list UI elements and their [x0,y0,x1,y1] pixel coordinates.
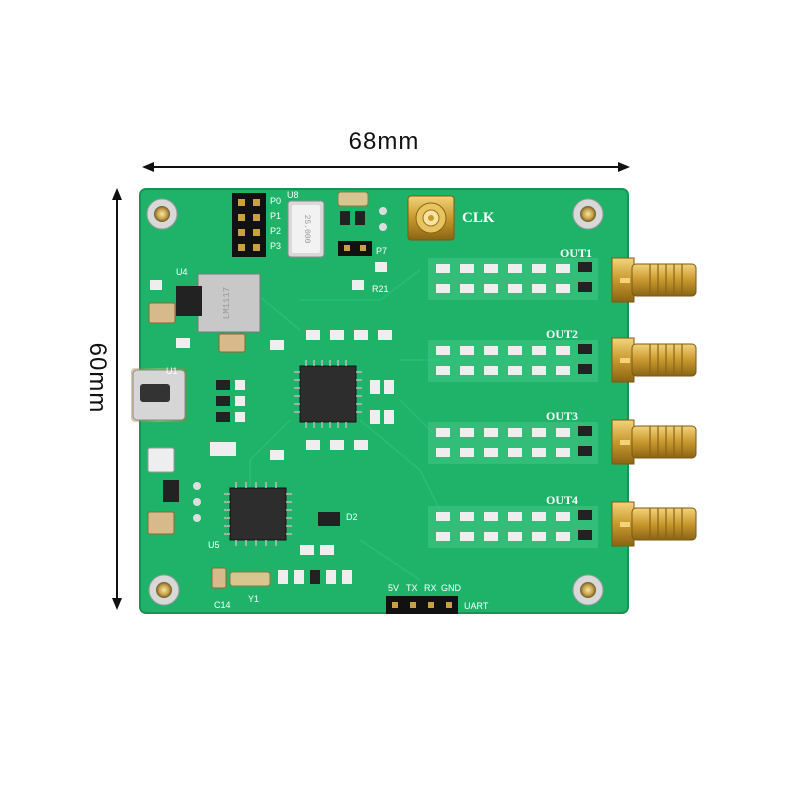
sma-connector-out4 [611,501,697,547]
r21-label: R21 [372,284,389,294]
mounting-hole [572,574,604,606]
center-ic [294,360,362,428]
out4-label: OUT4 [546,493,578,507]
d2-label: D2 [346,512,358,522]
oscillator-u8: U8 25.000 [287,190,325,258]
mounting-hole [572,198,604,230]
jumper-p7: P7 [338,241,387,256]
pin-header-2x4: P0 P1 P2 P3 [232,193,281,257]
clk-sma-connector: CLK [407,195,495,241]
header-label: P2 [270,226,281,236]
p7-label: P7 [376,246,387,256]
width-label: 68mm [349,128,420,155]
clk-label: CLK [462,210,495,226]
sma-connector-out3 [611,419,697,465]
u5-label: U5 [208,540,220,550]
header-label: P1 [270,211,281,221]
mcu-u5: U5 [208,482,292,550]
regulator-u4: U4 LM1117 [176,267,261,333]
crystal-y1: Y1 [229,571,271,604]
uart-pin-label: GND [441,583,462,593]
height-label: 60mm [84,343,111,414]
output-channel-1: OUT1 [428,246,598,300]
mounting-hole [146,198,178,230]
u8-label: U8 [287,190,299,200]
out1-label: OUT1 [560,246,592,260]
u1-label: U1 [166,366,178,376]
output-channel-4: OUT4 [428,493,598,548]
out3-label: OUT3 [546,409,578,423]
sma-connector-out2 [611,337,697,383]
usb-connector: U1 [131,366,187,422]
width-dimension: 68mm [142,128,630,172]
pcb-board: P0 P1 P2 P3 U8 25.000 P7 R21 [131,188,697,614]
uart-pin-label: RX [424,583,437,593]
regulator-marking: LM1117 [222,287,232,319]
height-dimension: 60mm [84,188,122,610]
u4-label: U4 [176,267,188,277]
uart-pin-label: TX [406,583,418,593]
header-label: P3 [270,241,281,251]
uart-header: 5V TX RX GND UART [386,583,489,614]
out2-label: OUT2 [546,327,578,341]
mounting-hole [148,574,180,606]
header-label: P0 [270,196,281,206]
uart-pin-label: 5V [388,583,399,593]
oscillator-marking: 25.000 [302,215,311,244]
output-channel-3: OUT3 [428,409,598,464]
output-channel-2: OUT2 [428,327,598,382]
c14-label: C14 [214,600,231,610]
uart-label: UART [464,601,489,611]
sma-connector-out1 [611,257,697,303]
y1-label: Y1 [248,594,259,604]
